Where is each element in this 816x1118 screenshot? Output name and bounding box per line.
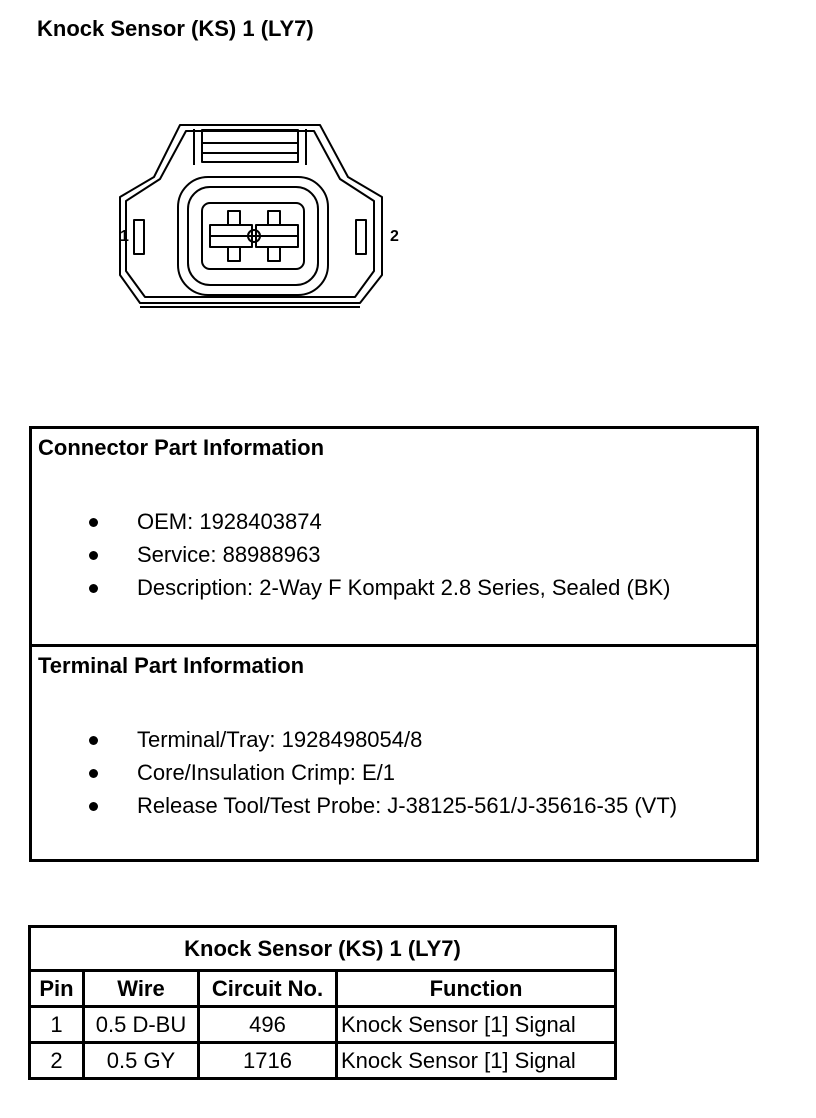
- terminal-info-title: Terminal Part Information: [38, 653, 305, 678]
- connector-info-section: Connector Part Information OEM: 19284038…: [32, 429, 756, 647]
- wire-cell: 0.5 D-BU: [82, 1005, 200, 1044]
- circuit-cell: 496: [197, 1005, 338, 1044]
- terminal-info-section: Terminal Part Information Terminal/Tray:…: [38, 653, 678, 818]
- connector-diagram: 1 2: [110, 115, 410, 325]
- pin-1-label: 1: [120, 228, 129, 245]
- function-cell: Knock Sensor [1] Signal: [335, 1041, 617, 1080]
- pin-header: Pin: [28, 969, 85, 1008]
- part-info-box: Connector Part Information OEM: 19284038…: [29, 426, 759, 862]
- pin-cell: 1: [28, 1005, 85, 1044]
- bullet-icon: [89, 736, 98, 745]
- page-title: Knock Sensor (KS) 1 (LY7): [37, 16, 314, 41]
- bullet-icon: [89, 802, 98, 811]
- bullet-icon: [89, 584, 98, 593]
- circuit-cell: 1716: [197, 1041, 338, 1080]
- pin-cell: 2: [28, 1041, 85, 1080]
- bullet-icon: [89, 518, 98, 527]
- table-row: 2 0.5 GY 1716 Knock Sensor [1] Signal: [28, 1041, 617, 1080]
- pin-table: Knock Sensor (KS) 1 (LY7) Pin Wire Circu…: [28, 925, 617, 1080]
- pin-2-label: 2: [390, 228, 399, 245]
- function-cell: Knock Sensor [1] Signal: [335, 1005, 617, 1044]
- pin-table-title: Knock Sensor (KS) 1 (LY7): [28, 925, 617, 972]
- function-header: Function: [335, 969, 617, 1008]
- bullet-icon: [89, 551, 98, 560]
- connector-face-drawing: [119, 124, 383, 308]
- wire-header: Wire: [82, 969, 200, 1008]
- circuit-header: Circuit No.: [197, 969, 338, 1008]
- connector-info-title: Connector Part Information: [38, 435, 325, 460]
- bullet-icon: [89, 769, 98, 778]
- table-row: 1 0.5 D-BU 496 Knock Sensor [1] Signal: [28, 1005, 617, 1044]
- wire-cell: 0.5 GY: [82, 1041, 200, 1080]
